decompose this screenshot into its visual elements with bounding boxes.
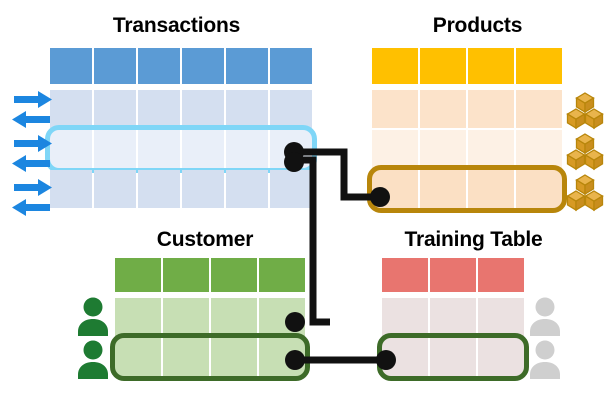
- table-products-row[interactable]: [372, 90, 562, 128]
- data-cell: [382, 298, 428, 336]
- data-cell: [516, 130, 562, 168]
- table-customer-row[interactable]: [115, 338, 305, 376]
- table-title-transactions: Transactions: [112, 14, 241, 37]
- data-cell: [138, 90, 180, 128]
- table-title-training-table: Training Table: [404, 228, 543, 251]
- data-cell: [516, 170, 562, 208]
- data-cell: [420, 130, 466, 168]
- header-cell: [226, 48, 268, 84]
- junction-products-row: [370, 187, 390, 207]
- exchange-arrows-icon: [10, 178, 54, 218]
- header-cell: [372, 48, 418, 84]
- person-icon: [524, 339, 566, 381]
- data-cell: [420, 170, 466, 208]
- data-cell: [94, 90, 136, 128]
- table-customer-header-row: [115, 258, 305, 292]
- junction-transactions-lower: [284, 152, 304, 172]
- data-cell: [211, 298, 257, 336]
- data-cell: [163, 338, 209, 376]
- header-cell: [270, 48, 312, 84]
- data-cell: [211, 338, 257, 376]
- connector-line-2: [294, 156, 330, 326]
- exchange-arrows-icon-group-transactions: [10, 90, 54, 218]
- data-cell: [270, 170, 312, 208]
- table-transactions-row[interactable]: [50, 170, 312, 208]
- data-cell: [182, 170, 224, 208]
- data-cell: [372, 130, 418, 168]
- header-cell: [50, 48, 92, 84]
- data-cell: [182, 130, 224, 168]
- table-training_table-header-row: [382, 258, 524, 292]
- junction-customer-row1: [285, 312, 305, 332]
- data-cell: [115, 298, 161, 336]
- header-cell: [420, 48, 466, 84]
- junction-training-row: [376, 350, 396, 370]
- data-cell: [516, 90, 562, 128]
- data-cell: [50, 170, 92, 208]
- table-training_table-row[interactable]: [382, 298, 524, 336]
- table-transactions-row[interactable]: [50, 90, 312, 128]
- data-cell: [430, 298, 476, 336]
- person-icon: [72, 339, 114, 381]
- header-cell: [182, 48, 224, 84]
- table-title-products: Products: [432, 14, 523, 37]
- data-cell: [478, 298, 524, 336]
- data-cell: [138, 130, 180, 168]
- exchange-arrows-icon: [10, 134, 54, 174]
- data-cell: [226, 90, 268, 128]
- table-products-row[interactable]: [372, 130, 562, 168]
- person-icon-group-training_table: [524, 296, 566, 381]
- data-cell: [182, 90, 224, 128]
- data-cell: [468, 90, 514, 128]
- data-cell: [372, 90, 418, 128]
- header-cell: [468, 48, 514, 84]
- header-cell: [382, 258, 428, 292]
- data-cell: [270, 90, 312, 128]
- junction-customer-row2: [285, 350, 305, 370]
- header-cell: [94, 48, 136, 84]
- person-icon: [524, 296, 566, 338]
- person-icon-group-customer: [72, 296, 114, 381]
- header-cell: [430, 258, 476, 292]
- header-cell: [115, 258, 161, 292]
- header-cell: [163, 258, 209, 292]
- header-cell: [259, 258, 305, 292]
- connector-line-1: [294, 148, 378, 201]
- header-cell: [478, 258, 524, 292]
- data-cell: [468, 130, 514, 168]
- data-cell: [226, 170, 268, 208]
- data-cell: [50, 90, 92, 128]
- stacked-boxes-icon: [566, 133, 604, 171]
- header-cell: [138, 48, 180, 84]
- header-cell: [516, 48, 562, 84]
- data-cell: [50, 130, 92, 168]
- data-cell: [226, 130, 268, 168]
- table-transactions-header-row: [50, 48, 312, 84]
- stacked-boxes-icon: [566, 174, 604, 212]
- data-cell: [94, 130, 136, 168]
- exchange-arrows-icon: [10, 90, 54, 130]
- data-cell: [138, 170, 180, 208]
- stacked-boxes-icon-group-products: [566, 92, 604, 212]
- data-cell: [420, 90, 466, 128]
- data-cell: [163, 298, 209, 336]
- person-icon: [72, 296, 114, 338]
- table-customer-row[interactable]: [115, 298, 305, 336]
- data-cell: [468, 170, 514, 208]
- data-cell: [430, 338, 476, 376]
- stacked-boxes-icon: [566, 92, 604, 130]
- header-cell: [211, 258, 257, 292]
- data-cell: [115, 338, 161, 376]
- table-products-header-row: [372, 48, 562, 84]
- table-title-customer: Customer: [156, 228, 254, 251]
- data-cell: [478, 338, 524, 376]
- data-cell: [94, 170, 136, 208]
